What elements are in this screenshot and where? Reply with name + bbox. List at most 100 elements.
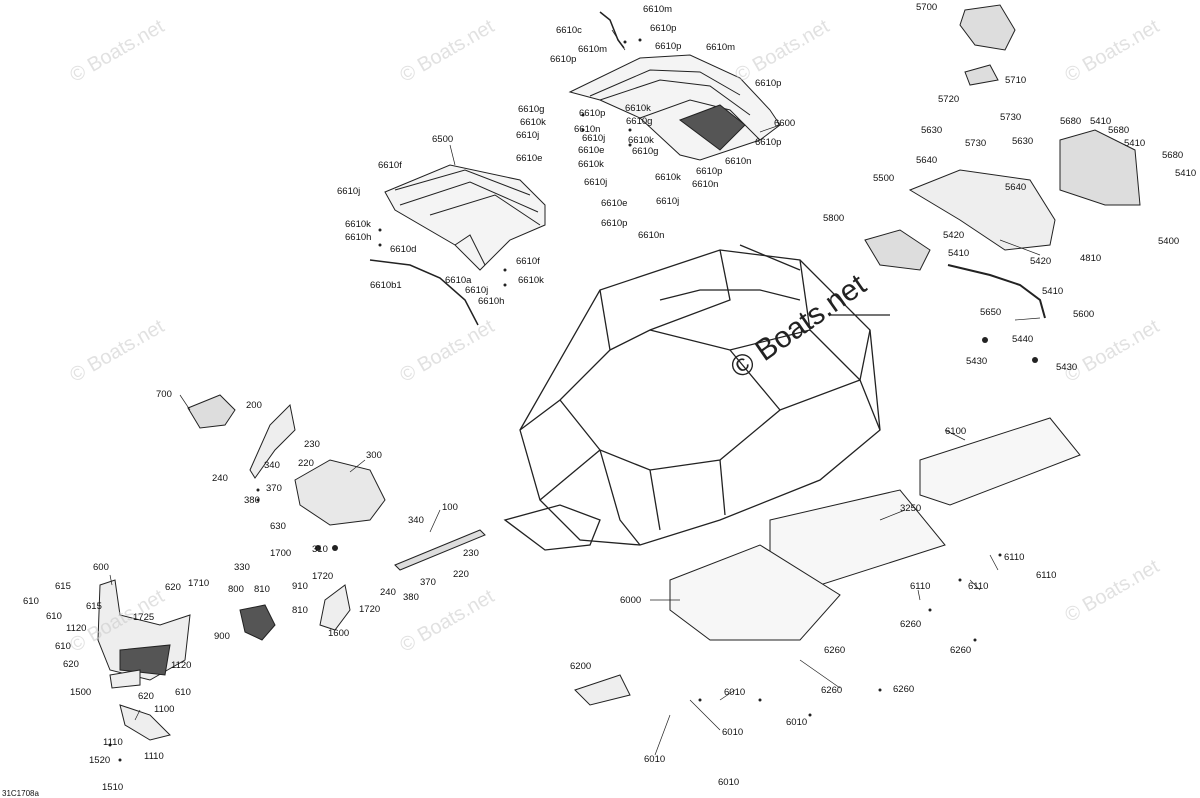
hood-part xyxy=(187,394,236,429)
callout-1100: 1100 xyxy=(154,704,175,715)
callout-5650: 5650 xyxy=(980,307,1002,318)
callout-630: 630 xyxy=(270,521,286,532)
callout-6610j: 6610j xyxy=(337,186,361,197)
callout-6610f: 6610f xyxy=(516,256,540,267)
callout-6500: 6500 xyxy=(432,134,454,145)
callout-6610b1: 6610b1 xyxy=(370,280,402,291)
callout-6010: 6010 xyxy=(718,777,740,788)
callout-230: 230 xyxy=(463,548,479,559)
callout-1120: 1120 xyxy=(171,660,192,671)
callout-310: 310 xyxy=(312,544,328,555)
callout-1725: 1725 xyxy=(133,612,155,623)
callout-810: 810 xyxy=(254,584,270,595)
callout-1720: 1720 xyxy=(312,571,334,582)
callout-5680: 5680 xyxy=(1060,116,1082,127)
callout-6610k: 6610k xyxy=(578,159,604,170)
callout-6100: 6100 xyxy=(945,426,967,437)
callout-220: 220 xyxy=(298,458,314,469)
callout-700: 700 xyxy=(156,389,172,400)
callout-5730: 5730 xyxy=(965,138,987,149)
trim-panel xyxy=(249,403,296,479)
callout-6610e: 6610e xyxy=(578,145,605,156)
callout-6260: 6260 xyxy=(900,619,922,630)
roof-front-panel xyxy=(568,11,781,161)
floor-panel-6000 xyxy=(669,544,841,641)
callout-5410: 5410 xyxy=(1124,138,1146,149)
callout-6010: 6010 xyxy=(786,717,808,728)
callout-5410: 5410 xyxy=(948,248,970,259)
callout-340: 340 xyxy=(408,515,424,526)
callout-380: 380 xyxy=(403,592,419,603)
callout-300: 300 xyxy=(366,450,382,461)
callout-6610g: 6610g xyxy=(518,104,545,115)
callout-200: 200 xyxy=(246,400,262,411)
callout-220: 220 xyxy=(453,569,469,580)
callout-6610p: 6610p xyxy=(550,54,577,65)
callout-6010: 6010 xyxy=(724,687,746,698)
callout-6610p: 6610p xyxy=(655,41,682,52)
callout-5730: 5730 xyxy=(1000,112,1022,123)
callout-5500: 5500 xyxy=(873,173,895,184)
callout-6610j: 6610j xyxy=(516,130,540,141)
callout-6110: 6110 xyxy=(1036,570,1057,581)
crossbar-part xyxy=(394,529,486,571)
callout-6610h: 6610h xyxy=(345,232,372,243)
callout-6610j: 6610j xyxy=(656,196,680,207)
callout-240: 240 xyxy=(212,473,228,484)
callout-6610k: 6610k xyxy=(345,219,371,230)
frame-cage xyxy=(503,244,890,551)
callout-5440: 5440 xyxy=(1012,334,1034,345)
callout-620: 620 xyxy=(138,691,154,702)
grille-part xyxy=(239,604,276,641)
callout-5680: 5680 xyxy=(1108,125,1130,136)
bracket-6200 xyxy=(574,674,631,706)
callout-1120: 1120 xyxy=(66,623,87,634)
callout-5700: 5700 xyxy=(916,2,938,13)
bracket-5800 xyxy=(864,229,931,271)
callout-615: 615 xyxy=(86,601,102,612)
callout-6610h: 6610h xyxy=(478,296,505,307)
callout-6610m: 6610m xyxy=(643,4,673,15)
callout-380: 380 xyxy=(244,495,260,506)
callout-100: 100 xyxy=(442,502,458,513)
callout-610: 610 xyxy=(175,687,191,698)
callout-5430: 5430 xyxy=(1056,362,1078,373)
callout-6260: 6260 xyxy=(893,684,915,695)
rear-part-5700 xyxy=(959,4,1016,51)
callout-6610m: 6610m xyxy=(578,44,608,55)
callout-1110: 1110 xyxy=(103,737,123,748)
callout-6260: 6260 xyxy=(824,645,846,656)
callout-6610j: 6610j xyxy=(584,177,608,188)
callout-6260: 6260 xyxy=(821,685,843,696)
callout-6610k: 6610k xyxy=(518,275,544,286)
callout-6610d: 6610d xyxy=(390,244,417,255)
callout-6610p: 6610p xyxy=(755,78,782,89)
callout-5640: 5640 xyxy=(916,155,938,166)
callout-5410: 5410 xyxy=(1090,116,1112,127)
callout-240: 240 xyxy=(380,587,396,598)
callout-6610p: 6610p xyxy=(601,218,628,229)
callout-5640: 5640 xyxy=(1005,182,1027,193)
callout-6610j: 6610j xyxy=(582,133,606,144)
callout-5630: 5630 xyxy=(1012,136,1034,147)
callout-6610m: 6610m xyxy=(706,42,736,53)
callout-6610p: 6610p xyxy=(650,23,677,34)
callout-6610e: 6610e xyxy=(516,153,543,164)
callout-5680: 5680 xyxy=(1162,150,1184,161)
callout-370: 370 xyxy=(266,483,282,494)
callout-6610g: 6610g xyxy=(626,116,653,127)
callout-810: 810 xyxy=(292,605,308,616)
callout-330: 330 xyxy=(234,562,250,573)
callout-6610n: 6610n xyxy=(638,230,665,241)
callout-610: 610 xyxy=(23,596,39,607)
callout-1500: 1500 xyxy=(70,687,92,698)
callout-3250: 3250 xyxy=(900,503,922,514)
callout-900: 900 xyxy=(214,631,230,642)
skid-1100 xyxy=(119,704,171,741)
callout-610: 610 xyxy=(55,641,71,652)
callout-620: 620 xyxy=(165,582,181,593)
callout-230: 230 xyxy=(304,439,320,450)
roof-rear-panel xyxy=(369,164,546,326)
callout-6610c: 6610c xyxy=(556,25,582,36)
